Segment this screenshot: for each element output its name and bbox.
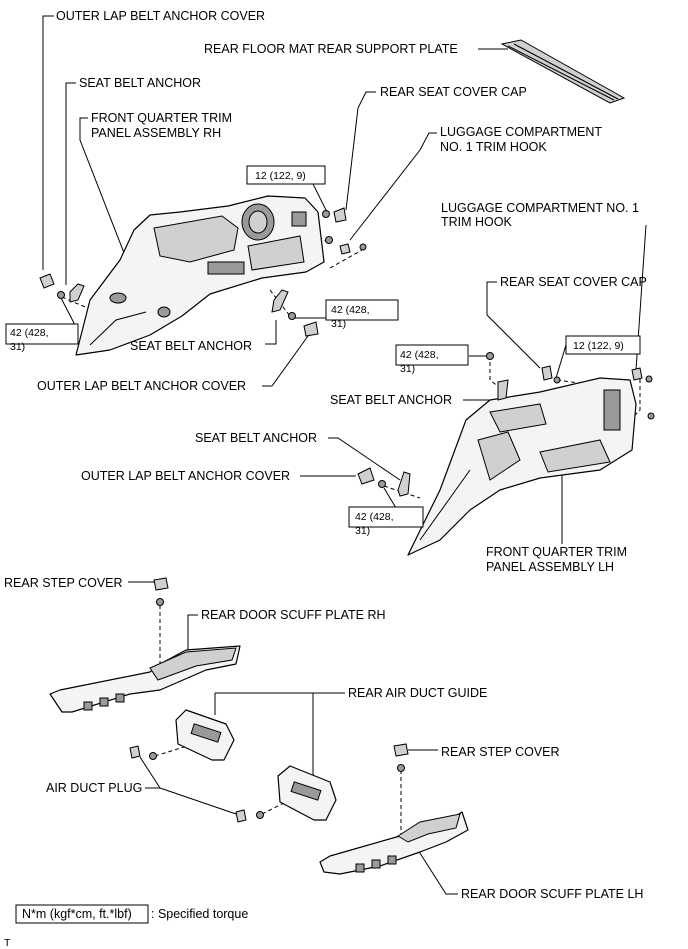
svg-text:31): 31) — [355, 525, 370, 537]
label-seat-belt-anchor-lh-upper: SEAT BELT ANCHOR — [330, 393, 452, 407]
torque-box-4: 42 (428, 31) — [395, 344, 469, 375]
outer-lap-cover-lh — [357, 467, 375, 485]
label-outer-lap-cover-rh-lower: OUTER LAP BELT ANCHOR COVER — [37, 379, 246, 393]
rear-step-cover-lh — [393, 743, 409, 757]
label-front-quarter-lh-1: FRONT QUARTER TRIM — [486, 545, 627, 559]
torque-box-5: 12 (122, 9) — [565, 335, 641, 355]
legend-meaning: : Specified torque — [151, 907, 248, 921]
label-rear-seat-cover-cap-mid: REAR SEAT COVER CAP — [500, 275, 647, 289]
label-air-duct-plug: AIR DUCT PLUG — [46, 781, 142, 795]
label-outer-lap-cover-top: OUTER LAP BELT ANCHOR COVER — [56, 9, 265, 23]
seat-belt-anchor-lh-lower — [397, 471, 411, 497]
label-rear-door-scuff-lh: REAR DOOR SCUFF PLATE LH — [461, 887, 643, 901]
lh-fasteners — [357, 352, 655, 497]
label-seat-belt-anchor-lh-lower: SEAT BELT ANCHOR — [195, 431, 317, 445]
svg-text:31): 31) — [10, 341, 25, 353]
label-luggage-hook-1-2: NO. 1 TRIM HOOK — [440, 140, 547, 154]
label-luggage-hook-2-1: LUGGAGE COMPARTMENT NO. 1 — [441, 201, 639, 215]
torque-box-3: 42 (428, 31) — [325, 299, 399, 330]
svg-text:12 (122, 9): 12 (122, 9) — [255, 170, 306, 182]
label-rear-seat-cover-cap-top: REAR SEAT COVER CAP — [380, 85, 527, 99]
label-front-quarter-rh-2: PANEL ASSEMBLY RH — [91, 126, 221, 140]
rear-seat-cover-cap-rh — [333, 207, 347, 223]
label-luggage-hook-2-2: TRIM HOOK — [441, 215, 512, 229]
outer-lap-cover-rh-bottom — [303, 321, 319, 337]
svg-text:31): 31) — [331, 318, 346, 330]
seat-belt-anchor-rh-top — [69, 283, 85, 303]
rear-air-duct-guides — [129, 709, 337, 823]
legend-unit: N*m (kgf*cm, ft.*lbf) — [22, 907, 132, 921]
outer-lap-cover-rh-top — [39, 273, 55, 289]
svg-text:42 (428,: 42 (428, — [355, 511, 394, 523]
rear-door-scuff-plate-rh — [49, 577, 241, 713]
rear-seat-cover-cap-lh — [541, 365, 553, 381]
svg-text:12 (122, 9): 12 (122, 9) — [573, 340, 624, 352]
front-quarter-trim-panel-lh — [407, 377, 637, 556]
corner-mark: T — [4, 937, 11, 949]
label-rear-step-cover-rh: REAR STEP COVER — [4, 576, 123, 590]
seat-belt-anchor-lh-upper — [497, 379, 509, 401]
svg-text:31): 31) — [400, 363, 415, 375]
air-duct-plug-1 — [129, 745, 141, 759]
luggage-hook-rh — [339, 243, 351, 255]
rear-floor-mat-support-plate — [500, 39, 626, 104]
label-rear-air-duct-guide: REAR AIR DUCT GUIDE — [348, 686, 487, 700]
rear-step-cover-rh — [153, 577, 169, 591]
seat-belt-anchor-rh-bottom — [271, 289, 289, 313]
label-rear-step-cover-lh: REAR STEP COVER — [441, 745, 560, 759]
air-duct-plug-2 — [235, 809, 247, 823]
torque-box-6: 42 (428, 31) — [348, 506, 424, 537]
label-seat-belt-anchor-top: SEAT BELT ANCHOR — [79, 76, 201, 90]
label-rear-door-scuff-rh: REAR DOOR SCUFF PLATE RH — [201, 608, 386, 622]
part-labels: OUTER LAP BELT ANCHOR COVER SEAT BELT AN… — [4, 9, 647, 901]
torque-box-1: 12 (122, 9) — [246, 165, 326, 185]
label-seat-belt-anchor-rh-lower: SEAT BELT ANCHOR — [130, 339, 252, 353]
label-rear-floor-mat-plate: REAR FLOOR MAT REAR SUPPORT PLATE — [204, 42, 458, 56]
rh-fasteners — [39, 207, 367, 337]
front-quarter-trim-panel-rh — [75, 195, 325, 356]
label-front-quarter-rh-1: FRONT QUARTER TRIM — [91, 111, 232, 125]
svg-text:42 (428,: 42 (428, — [331, 304, 370, 316]
luggage-hook-lh — [631, 367, 643, 381]
label-outer-lap-cover-lh: OUTER LAP BELT ANCHOR COVER — [81, 469, 290, 483]
torque-legend: N*m (kgf*cm, ft.*lbf) : Specified torque… — [4, 904, 248, 949]
label-front-quarter-lh-2: PANEL ASSEMBLY LH — [486, 560, 614, 574]
label-luggage-hook-1-1: LUGGAGE COMPARTMENT — [440, 125, 602, 139]
torque-box-2: 42 (428, 31) — [5, 323, 79, 353]
leader-lines — [42, 15, 647, 895]
rear-door-scuff-plate-lh — [319, 743, 469, 875]
svg-text:42 (428,: 42 (428, — [400, 349, 439, 361]
svg-text:42 (428,: 42 (428, — [10, 327, 49, 339]
